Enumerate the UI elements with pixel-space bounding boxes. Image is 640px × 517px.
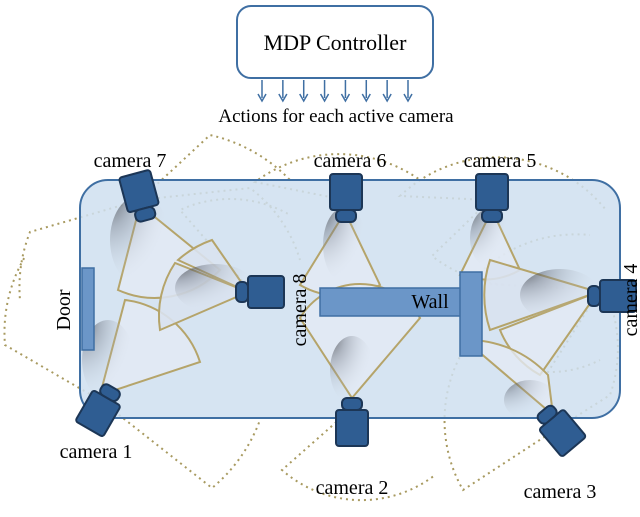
action-arrow-head — [257, 93, 267, 103]
camera-1-icon — [75, 383, 121, 437]
fov-shading — [82, 195, 600, 420]
camera-2-icon — [335, 397, 369, 447]
camera-7-label: camera 7 — [94, 150, 167, 172]
action-arrow-head — [403, 93, 413, 103]
action-arrows — [257, 80, 413, 103]
camera-8-label: camera 8 — [289, 274, 311, 347]
camera-5-label: camera 5 — [464, 150, 537, 172]
camera-4-icon — [587, 279, 637, 313]
camera-labels: camera 7 camera 6 camera 5 camera 8 came… — [60, 150, 640, 503]
camera-4-label: camera 4 — [620, 264, 640, 337]
camera-1-label: camera 1 — [60, 441, 133, 463]
controller-label: MDP Controller — [264, 30, 407, 55]
camera-7-icon — [118, 169, 160, 223]
wall-label: Wall — [411, 291, 449, 313]
door — [81, 267, 95, 351]
door-label: Door — [53, 289, 75, 330]
camera-3-label: camera 3 — [524, 481, 597, 503]
camera-2-label: camera 2 — [316, 477, 389, 499]
action-arrow-head — [299, 93, 309, 103]
controller-box — [236, 5, 434, 79]
camera-6-icon — [329, 173, 363, 223]
cameras — [75, 169, 637, 457]
camera-5-icon — [475, 173, 509, 223]
action-arrow-head — [340, 93, 351, 103]
wall: Wall — [319, 271, 483, 357]
mdp-controller: MDP Controller Actions for each active c… — [218, 5, 454, 127]
action-arrow-head — [382, 93, 392, 103]
action-arrow-head — [361, 93, 371, 103]
action-arrow-head — [319, 93, 330, 103]
camera-6-label: camera 6 — [314, 150, 387, 172]
camera-8-icon — [235, 275, 285, 309]
actions-caption: Actions for each active camera — [218, 106, 454, 127]
action-arrow-head — [278, 93, 288, 103]
camera-3-icon — [536, 404, 587, 457]
